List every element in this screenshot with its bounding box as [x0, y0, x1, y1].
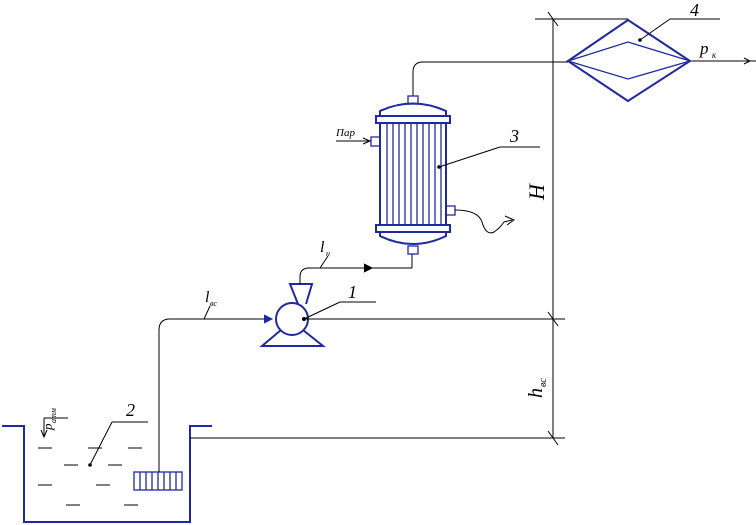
label-pk-sub: к: [712, 50, 717, 60]
suction-pipe: [158, 305, 274, 472]
receiver-vessel: [565, 18, 752, 103]
liquid-dashes: [38, 447, 142, 506]
atm-pressure-arrow: [40, 417, 68, 439]
label-height-H: H: [524, 183, 549, 201]
label-ln-main: l: [320, 239, 325, 256]
label-patm-main: p: [40, 423, 55, 431]
heat-exchanger: [336, 95, 540, 255]
label-ln-sub: н: [326, 249, 330, 258]
open-tank: [2, 417, 212, 523]
discharge-pipe: [299, 60, 756, 284]
label-pk-main: p: [699, 39, 709, 58]
label-receiver-number: 4: [690, 0, 699, 20]
label-exchanger-number: 3: [509, 126, 519, 146]
label-steam: Пар: [335, 127, 355, 139]
centrifugal-pump: [259, 283, 376, 347]
label-pump-number: 1: [348, 282, 357, 302]
label-lvs-main: l: [205, 289, 210, 306]
label-lvs-sub: вс: [210, 299, 217, 308]
label-hvs-sub: вс: [538, 378, 549, 387]
label-hvs-main: h: [525, 388, 547, 398]
label-tank-number: 2: [126, 400, 135, 420]
height-dimensions: [190, 11, 628, 446]
label-patm-sub: атм: [49, 408, 58, 423]
intake-strainer: [133, 471, 183, 491]
